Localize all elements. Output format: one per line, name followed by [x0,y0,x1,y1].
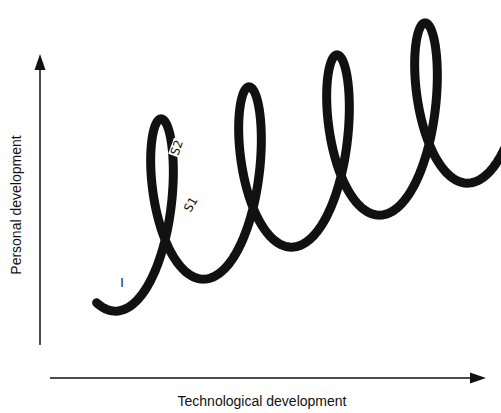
axis-arrowhead [470,373,486,384]
horizontal-axis [50,377,472,379]
vertical-axis [39,68,41,345]
axis-arrowhead [35,54,46,70]
stage-label: I [119,277,125,291]
axis-title: Personal development [8,135,24,274]
stage-label: S1 [182,194,203,216]
spiral-curve [97,23,501,311]
axis-title: Technological development [178,393,347,409]
